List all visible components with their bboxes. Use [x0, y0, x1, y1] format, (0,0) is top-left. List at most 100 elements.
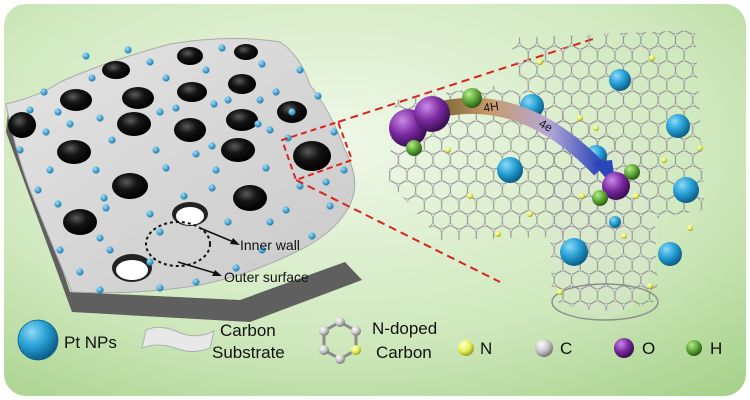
legend-n-doped-line1: N-doped: [372, 319, 437, 338]
inner-wall-label: Inner wall: [240, 237, 300, 253]
pt-nanoparticle-dots: [16, 44, 348, 294]
pt-sphere-icon: [17, 319, 59, 361]
nitrogen-legend-icon: [458, 340, 474, 356]
pt-dot: [210, 100, 218, 108]
pt-dot: [16, 146, 24, 154]
legend-carbon-line1: Carbon: [220, 321, 276, 340]
oxygen-legend-icon: [614, 338, 634, 358]
pt-dot: [46, 166, 54, 174]
pt-dot: [146, 258, 154, 266]
hydrogen-atom: [406, 140, 422, 156]
nitrogen-atom: [647, 283, 653, 289]
nitrogen-atom: [687, 225, 693, 231]
nitrogen-atom: [527, 211, 533, 217]
legend-n-doped-line2: Carbon: [376, 343, 432, 362]
pt-spheres: [497, 69, 699, 266]
nitrogen-atoms: [445, 55, 703, 295]
pore: [112, 173, 148, 199]
pt-dot: [34, 186, 42, 194]
arrow-4h-label: 4H: [482, 99, 499, 115]
legend: Pt NPs Carbon Substrate N-doped Carbon N…: [17, 317, 722, 364]
zoom-box: [280, 120, 354, 182]
nitrogen-atom: [445, 147, 451, 153]
nitrogen-atom: [621, 233, 627, 239]
outer-surface-label: Outer surface: [224, 269, 309, 285]
pt-dot: [326, 202, 334, 210]
pt-dot: [82, 52, 90, 60]
pt-dot: [146, 210, 154, 218]
pt-dot: [266, 218, 274, 226]
pt-sphere: [673, 177, 699, 203]
pt-dot: [76, 268, 84, 276]
pt-dot: [156, 228, 164, 236]
pore: [8, 112, 36, 138]
pt-dot: [212, 166, 220, 174]
wall-callout: Inner wall Outer surface: [145, 221, 309, 285]
pt-dot: [262, 164, 270, 172]
pore: [177, 47, 203, 65]
pt-dot: [308, 232, 316, 240]
pt-dot: [314, 92, 322, 100]
hydrogen-atom: [624, 164, 640, 180]
hydrogen-legend-icon: [686, 340, 702, 356]
pt-dot: [254, 120, 262, 128]
pore: [102, 61, 130, 79]
pt-dot: [224, 218, 232, 226]
pt-dot: [56, 246, 64, 254]
pt-sphere: [609, 69, 631, 91]
pt-dot: [146, 58, 154, 66]
nitrogen-atom: [557, 289, 563, 295]
pt-dot: [232, 264, 240, 272]
nitrogen-atom: [467, 193, 473, 199]
hexagon-ring-icon: [319, 317, 361, 364]
legend-h: H: [710, 339, 722, 358]
pore: [122, 87, 154, 109]
pt-dot: [66, 120, 74, 128]
pore: [63, 209, 97, 235]
pt-dot: [102, 204, 110, 212]
pt-dot: [192, 150, 200, 158]
carbon-sheet-icon: [141, 326, 215, 352]
pt-sphere: [560, 238, 588, 266]
pt-dot: [256, 96, 264, 104]
nitrogen-atom: [579, 193, 585, 199]
pt-dot: [124, 46, 132, 54]
pt-dot: [258, 246, 266, 254]
outer-surface-pointer: [177, 261, 219, 275]
pore: [177, 82, 207, 102]
pt-dot: [340, 166, 348, 174]
pt-dot: [330, 128, 338, 136]
pt-dot: [258, 60, 266, 68]
oxygen-atom: [602, 172, 630, 200]
pt-dot: [156, 284, 164, 292]
pt-dot: [54, 200, 62, 208]
pt-dot: [208, 184, 216, 192]
pt-dot: [266, 126, 274, 134]
pt-dot: [224, 96, 232, 104]
pt-dot: [156, 108, 164, 116]
pt-dot: [100, 194, 108, 202]
pt-dot: [96, 114, 104, 122]
nitrogen-atom: [577, 115, 583, 121]
oxygen-atom: [414, 96, 450, 132]
pt-dot: [96, 286, 104, 294]
hydrogen-atom: [462, 88, 482, 108]
pt-dot: [152, 146, 160, 154]
pore: [233, 185, 267, 211]
pt-dot: [202, 66, 210, 74]
pore: [221, 138, 255, 162]
pt-dot: [92, 166, 100, 174]
inner-wall-pointer: [199, 227, 237, 244]
nitrogen-atom: [537, 59, 543, 65]
pt-sphere: [609, 216, 621, 228]
pore: [57, 140, 91, 164]
pt-dot: [282, 206, 290, 214]
pt-dot: [192, 278, 200, 286]
reactant-o2-4h: [389, 88, 482, 156]
legend-pt-nps: Pt NPs: [64, 333, 117, 352]
pt-dot: [180, 192, 188, 200]
nitrogen-atom: [661, 157, 667, 163]
pt-dot: [162, 164, 170, 172]
pore: [293, 141, 331, 171]
